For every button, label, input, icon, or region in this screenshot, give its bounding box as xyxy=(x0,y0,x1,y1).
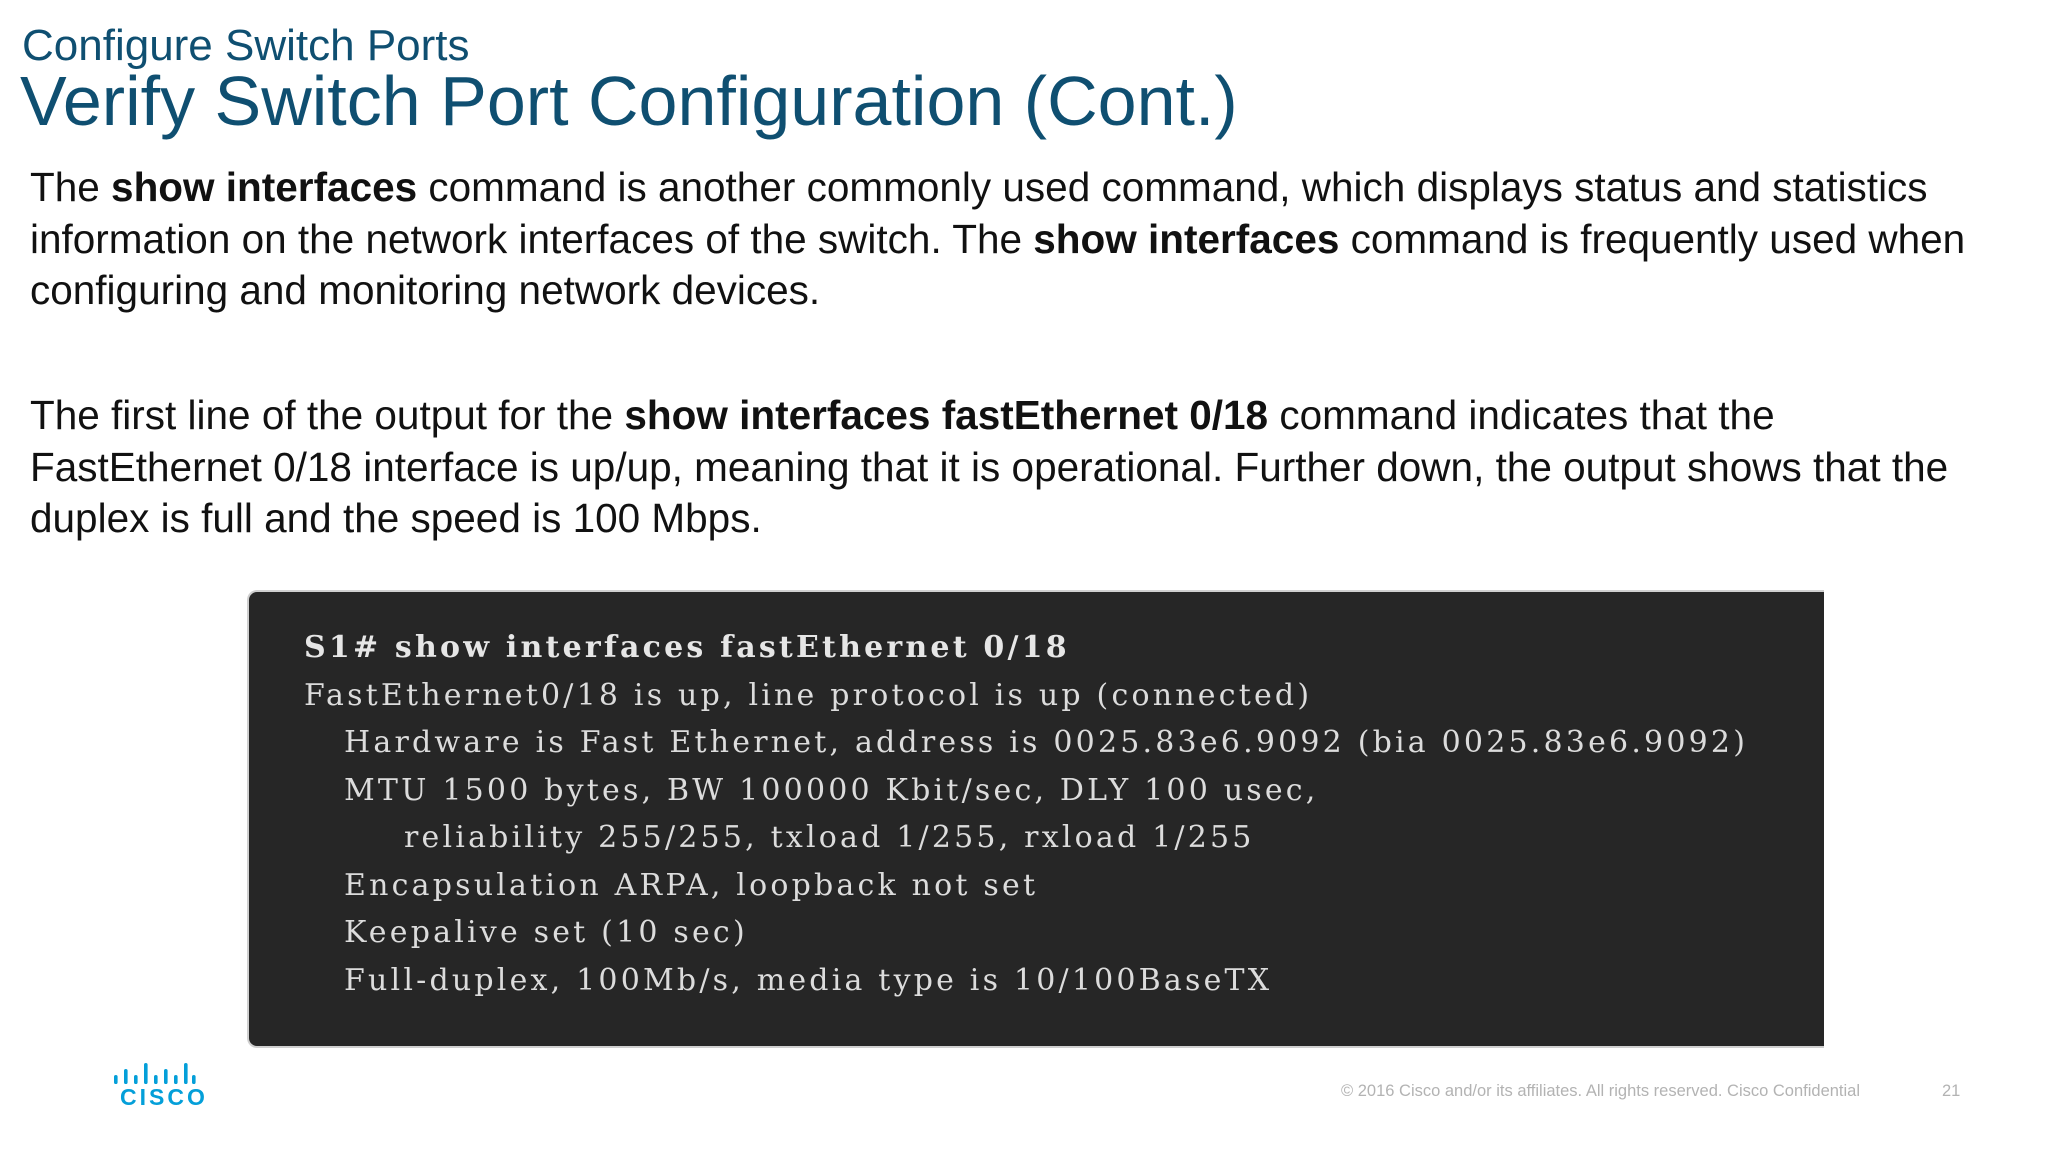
slide-kicker: Configure Switch Ports xyxy=(22,21,470,70)
text-run: command is another commonly used command… xyxy=(30,164,1928,262)
text-run: The first line of the output for the xyxy=(30,392,625,438)
terminal-lines: S1# show interfaces fastEthernet 0/18 Fa… xyxy=(304,624,1748,1004)
paragraph-output-explanation: The first line of the output for the sho… xyxy=(30,390,2010,545)
page-number: 21 xyxy=(1942,1082,1961,1100)
terminal-line-command: S1# show interfaces fastEthernet 0/18 xyxy=(304,630,1070,665)
terminal-output-panel: S1# show interfaces fastEthernet 0/18 Fa… xyxy=(247,590,1824,1048)
cisco-logo-text: CISCO xyxy=(120,1084,208,1110)
terminal-line: Hardware is Fast Ethernet, address is 00… xyxy=(344,725,1749,760)
text-run: command indicates that the FastEthernet … xyxy=(30,392,1949,541)
terminal-line: MTU 1500 bytes, BW 100000 Kbit/sec, DLY … xyxy=(344,772,1319,808)
terminal-line: Full-duplex, 100Mb/s, media type is 10/1… xyxy=(344,962,1273,998)
text-run: The xyxy=(30,164,112,210)
bold-command: show interfaces xyxy=(1033,215,1340,262)
slide-title: Verify Switch Port Configuration (Cont.) xyxy=(20,62,1238,140)
paragraph-show-interfaces-intro: The show interfaces command is another c… xyxy=(30,162,2010,317)
terminal-line: FastEthernet0/18 is up, line protocol is… xyxy=(304,677,1313,713)
bold-command: show interfaces xyxy=(111,164,418,210)
text-run: command is frequently used when configur… xyxy=(30,215,1966,314)
bold-command: show interfaces fastEthernet 0/18 xyxy=(624,392,1269,438)
terminal-line: Keepalive set (10 sec) xyxy=(344,915,748,950)
cisco-logo: CISCO xyxy=(112,1062,205,1112)
cisco-bridge-icon xyxy=(114,1063,196,1084)
terminal-line: reliability 255/255, txload 1/255, rxloa… xyxy=(404,820,1255,855)
copyright-notice: © 2016 Cisco and/or its affiliates. All … xyxy=(1341,1082,1861,1100)
terminal-line: Encapsulation ARPA, loopback not set xyxy=(344,867,1039,903)
